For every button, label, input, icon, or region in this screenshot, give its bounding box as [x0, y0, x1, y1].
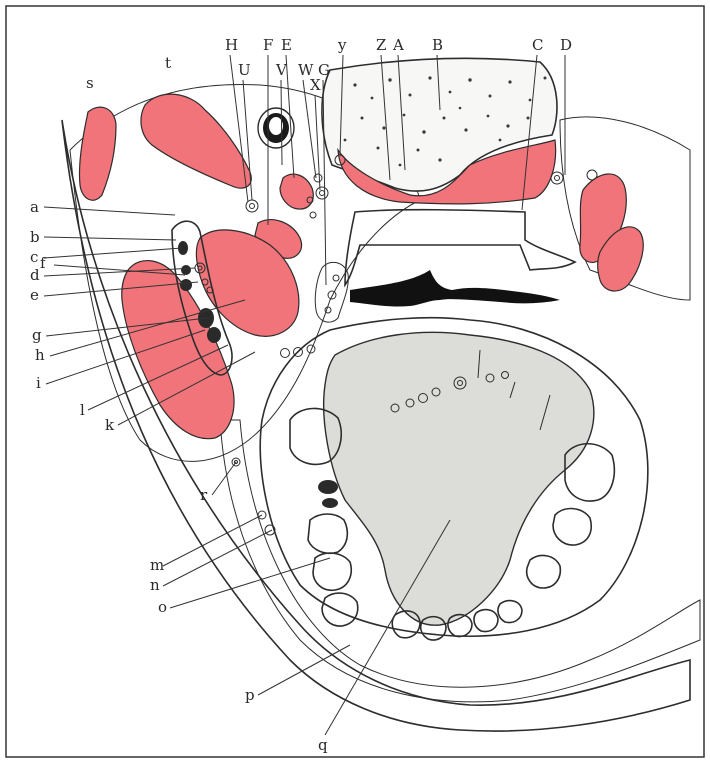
label-e: e	[30, 286, 39, 304]
label-s: s	[86, 74, 94, 92]
label-p: p	[245, 686, 255, 704]
label-U: U	[238, 61, 251, 79]
label-c: c	[30, 248, 38, 266]
label-H: H	[225, 36, 238, 54]
label-D: D	[560, 36, 572, 54]
label-i: i	[36, 374, 41, 392]
label-B: B	[432, 36, 443, 54]
label-g: g	[32, 326, 42, 344]
label-t: t	[165, 54, 171, 72]
label-o: o	[158, 598, 167, 616]
label-A: A	[392, 36, 404, 54]
label-r: r	[200, 486, 208, 504]
label-b: b	[30, 228, 40, 246]
label-a: a	[30, 198, 39, 216]
label-h: h	[35, 346, 45, 364]
label-Z: Z	[376, 36, 386, 54]
large-vessel	[258, 108, 294, 148]
label-C: C	[532, 36, 543, 54]
label-m: m	[150, 556, 164, 574]
label-n: n	[150, 576, 160, 594]
label-d: d	[30, 266, 40, 284]
label-G: G	[318, 61, 330, 79]
label-k: k	[105, 416, 115, 434]
label-l: l	[80, 401, 85, 419]
label-y: y	[337, 36, 347, 54]
label-V: V	[275, 61, 288, 79]
label-E: E	[281, 36, 292, 54]
label-F: F	[263, 36, 273, 54]
label-q: q	[318, 736, 328, 754]
